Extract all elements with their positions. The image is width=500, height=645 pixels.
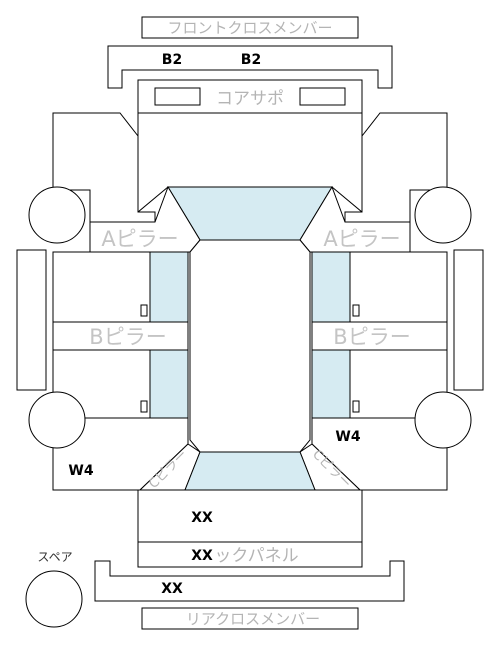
rocker-panel-left[interactable] (16, 249, 47, 391)
mark-trunk: XX (191, 510, 213, 526)
back-panel-mark-bg (186, 546, 216, 564)
rear-left-door-handle (140, 400, 148, 413)
b-pillar-left-label: Bピラー (89, 325, 166, 349)
rear-right-wheel[interactable] (414, 391, 472, 449)
b-pillar-right-label: Bピラー (333, 325, 410, 349)
core-support-left-slot (154, 87, 201, 106)
front-left-fender[interactable] (52, 112, 156, 223)
core-support-right-slot (299, 87, 346, 106)
mark-front-right: B2 (241, 52, 261, 68)
front-cross-member-box[interactable] (141, 16, 359, 39)
mark-right-side: W4 (335, 429, 360, 445)
mark-left-rear: W4 (68, 463, 93, 479)
back-panel[interactable] (137, 541, 363, 568)
front-left-window[interactable] (149, 251, 189, 323)
rear-window[interactable] (184, 451, 316, 491)
front-right-door-handle (352, 304, 360, 317)
front-member-bracket[interactable] (107, 45, 393, 89)
trunk-panel[interactable] (137, 489, 363, 543)
rear-cross-member-label: リアクロスメンバー (186, 610, 320, 628)
spare-tire[interactable] (25, 570, 83, 628)
back-panel-label: バックパネル (197, 546, 298, 566)
spare-label: スペア (37, 550, 72, 564)
rear-right-window[interactable] (311, 349, 351, 419)
front-cross-member-label: フロントクロスメンバー (167, 19, 332, 37)
core-support-label: コアサポ (216, 89, 284, 109)
front-right-wheel[interactable] (414, 186, 472, 244)
mark-back-panel: XX (191, 548, 213, 564)
a-pillar-left-label: Aピラー (101, 227, 178, 251)
a-pillar-right-label: Aピラー (323, 227, 400, 251)
front-right-window[interactable] (311, 251, 351, 323)
rear-cross-member-box[interactable] (141, 607, 359, 630)
front-left-door-handle (140, 304, 148, 317)
front-right-fender[interactable] (344, 112, 448, 223)
rocker-panel-right[interactable] (453, 249, 484, 391)
rear-left-window[interactable] (149, 349, 189, 419)
roof-panel[interactable] (189, 239, 311, 453)
front-left-wheel[interactable] (28, 186, 86, 244)
mark-front-left: B2 (162, 52, 182, 68)
rear-member-bracket[interactable] (94, 560, 405, 602)
b-pillar-right[interactable] (311, 321, 448, 351)
rear-right-door-handle (352, 400, 360, 413)
b-pillar-left[interactable] (52, 321, 189, 351)
rear-left-wheel[interactable] (28, 391, 86, 449)
mark-rear-member: XX (161, 581, 183, 597)
